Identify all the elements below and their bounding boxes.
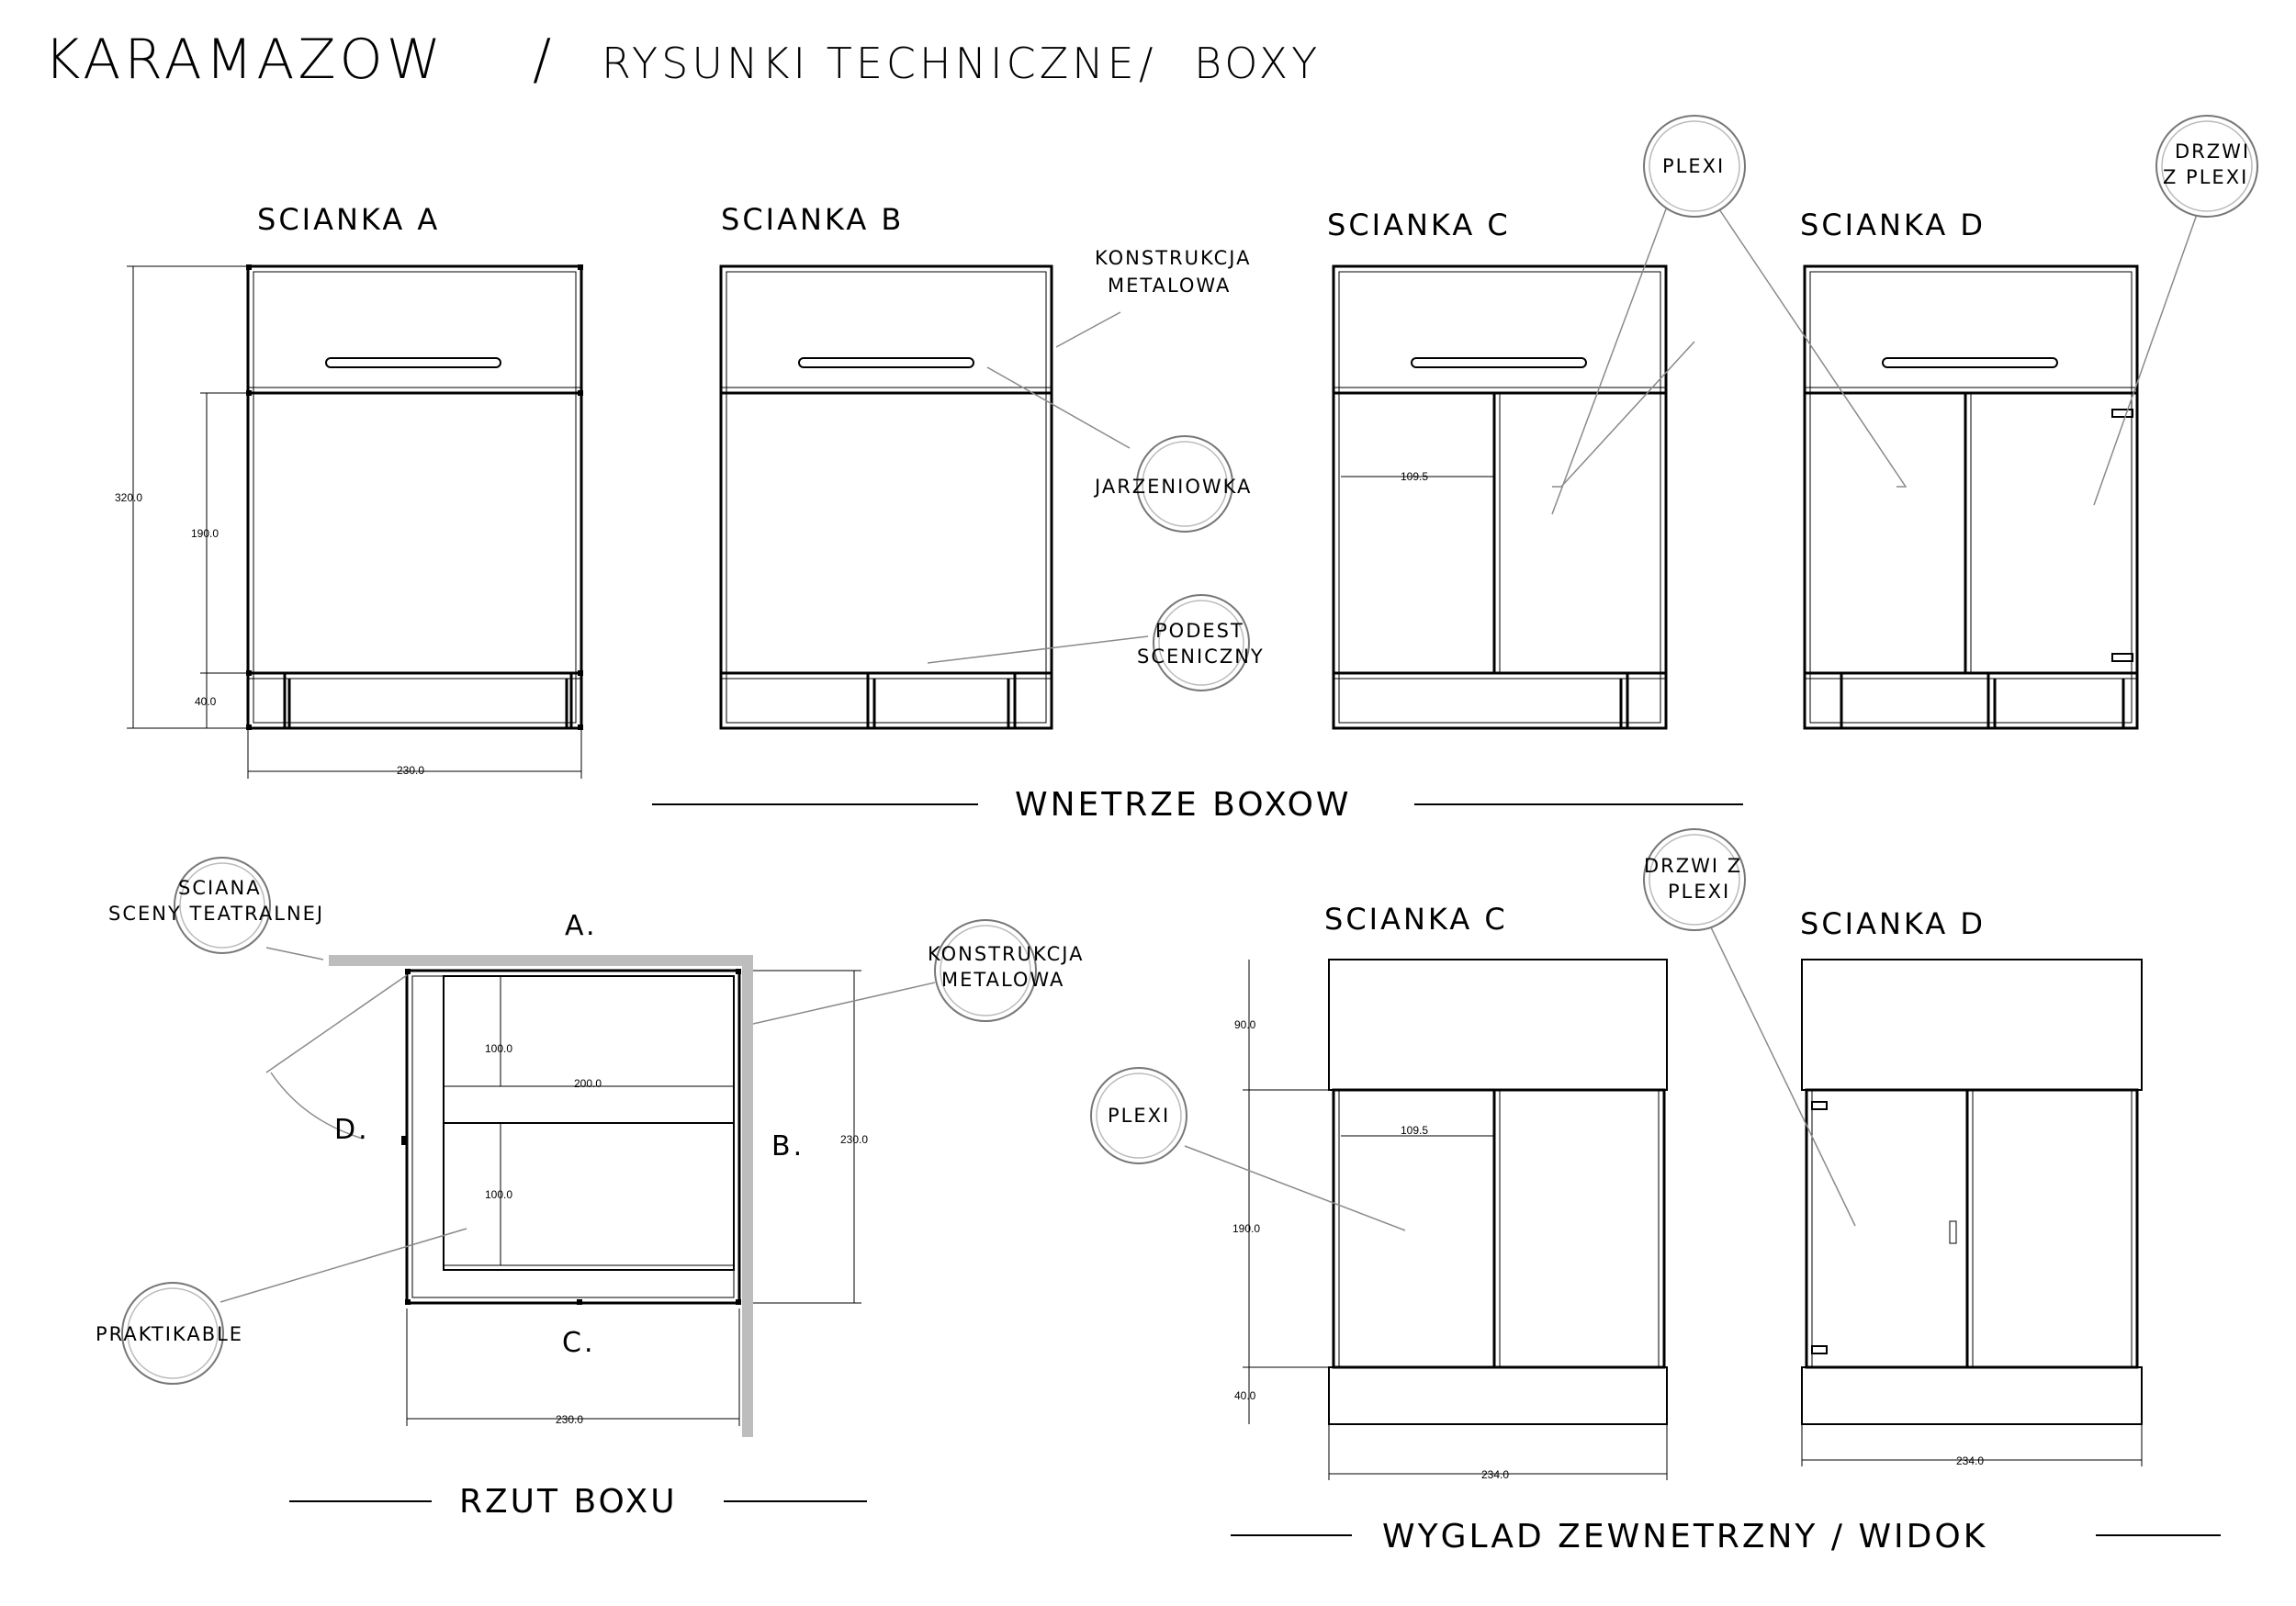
svg-text:METALOWA: METALOWA [1108,275,1231,297]
svg-text:METALOWA: METALOWA [941,969,1064,991]
dim-c-int-width: 109.5 [1401,470,1428,483]
wall-a-dimensions [127,265,582,779]
leader-lines-interior [927,206,2200,664]
light-fixture [1411,357,1587,368]
door-hinge [1811,1345,1828,1354]
svg-text:JARZENIOWKA: JARZENIOWKA [1093,476,1252,498]
plan-side-a: A. [565,910,598,942]
dim-a-base-height: 40.0 [195,695,217,708]
door-handle [1949,1220,1957,1244]
callout-drzwi-z-plexi-top: DRZWI Z PLEXI [2155,115,2258,218]
dim-ext-c-width: 109.5 [1401,1124,1428,1137]
dim-a-total-height: 320.0 [115,491,142,504]
dim-plan-depth: 230.0 [840,1133,868,1146]
svg-text:SCENY TEATRALNEJ: SCENY TEATRALNEJ [108,903,324,925]
leader-lines-exterior [1184,927,1856,1231]
wall-d-elevation [1803,264,2139,730]
svg-text:SCIANA: SCIANA [178,877,262,899]
dim-plan-width: 230.0 [556,1413,583,1426]
dim-ext-top: 90.0 [1234,1018,1256,1031]
light-fixture [1882,357,2058,368]
callout-konstrukcja-metalowa: KONSTRUKCJA METALOWA [1095,247,1251,297]
plan-side-b: B. [771,1130,805,1162]
svg-text:PLEXI: PLEXI [1662,155,1725,177]
callout-konstrukcja-metalowa-plan: KONSTRUKCJA METALOWA [928,919,1084,1022]
ext-wall-d-title: SCIANKA D [1800,906,1986,941]
title-separator-1: / [533,28,555,92]
dim-ext-c-total: 234.0 [1481,1468,1509,1481]
project-title: KARAMAZOW [44,28,445,92]
plan-side-c: C. [562,1327,595,1359]
wall-b-elevation [719,264,1053,730]
dim-plan-upper: 100.0 [485,1042,512,1055]
light-fixture [798,357,974,368]
dim-ext-d-total: 234.0 [1956,1454,1984,1467]
svg-text:PODEST: PODEST [1155,620,1244,642]
svg-text:PLEXI: PLEXI [1668,881,1730,903]
svg-text:PRAKTIKABLE: PRAKTIKABLE [96,1323,243,1345]
svg-text:Z PLEXI: Z PLEXI [2163,166,2248,188]
callout-drzwi-z-plexi-exterior: DRZWI Z PLEXI [1643,828,1746,931]
wall-b-title: SCIANKA B [721,202,904,237]
callout-sciana-sceny-teatralnej: SCIANA SCENY TEATRALNEJ [108,857,324,954]
ext-wall-c-title: SCIANKA C [1324,902,1508,937]
dim-ext-base: 40.0 [1234,1389,1256,1402]
callout-jarzeniowka: JARZENIOWKA [1093,435,1252,533]
wall-a-elevation [246,264,583,730]
svg-text:KONSTRUKCJA: KONSTRUKCJA [928,943,1084,965]
svg-text:KONSTRUKCJA: KONSTRUKCJA [1095,247,1251,269]
wall-c-elevation [1332,264,1668,730]
title-separator-2: / [1139,39,1157,88]
svg-text:DRZWI: DRZWI [2175,140,2250,163]
section-title-exterior: WYGLAD ZEWNETRZNY / WIDOK [1382,1518,1987,1555]
ext-wall-d-elevation [1801,959,2143,1466]
light-fixture [325,357,501,368]
drawing-topic: BOXY [1194,39,1321,88]
callout-plexi-top: PLEXI [1643,115,1746,218]
dim-ext-mid: 190.0 [1232,1222,1260,1235]
door-hinge [2111,653,2133,662]
plan-view [270,955,861,1437]
callout-plexi-exterior: PLEXI [1090,1067,1187,1164]
leader-lines-plan [219,947,936,1303]
section-title-interior: WNETRZE BOXOW [1015,786,1352,824]
door-hinge [2111,409,2133,418]
callout-praktikable: PRAKTIKABLE [96,1282,243,1385]
dim-a-width: 230.0 [397,764,424,777]
svg-text:PLEXI: PLEXI [1108,1105,1170,1127]
callout-podest-sceniczny: PODEST SCENICZNY [1137,594,1265,691]
wall-a-title: SCIANKA A [257,202,440,237]
drawing-subtitle: RYSUNKI TECHNICZNE [602,39,1138,88]
plan-side-d: D. [334,1114,370,1146]
svg-text:SCENICZNY: SCENICZNY [1137,646,1265,668]
svg-text:DRZWI Z: DRZWI Z [1644,855,1742,877]
wall-c-title: SCIANKA C [1327,208,1511,242]
section-title-plan: RZUT BOXU [459,1483,678,1521]
dim-plan-lower: 100.0 [485,1188,512,1201]
wall-d-title: SCIANKA D [1800,208,1986,242]
dim-a-mid-height: 190.0 [191,527,219,540]
ext-wall-c-elevation [1243,959,1668,1480]
door-hinge [1811,1101,1828,1110]
dim-plan-inner: 200.0 [574,1077,602,1090]
